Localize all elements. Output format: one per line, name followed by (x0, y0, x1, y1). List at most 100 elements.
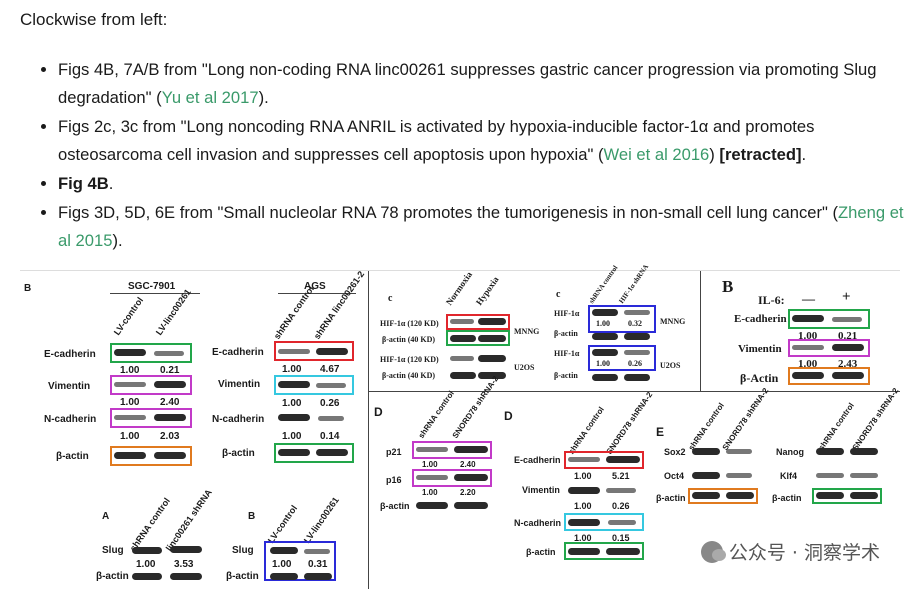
blot-band (792, 345, 824, 350)
row-label: E-cadherin (514, 455, 561, 465)
quant-value: 1.00 (120, 365, 140, 376)
retracted-label: [retracted] (719, 145, 802, 164)
quant-value: 1.00 (422, 460, 438, 469)
blot-band (832, 372, 864, 379)
row-label: β-actin (56, 451, 89, 462)
row-label: E-cadherin (734, 313, 787, 325)
blot-band (624, 350, 650, 355)
panel-label: B (24, 283, 32, 294)
lane-label: SNORD78 shRNA-2 (450, 374, 501, 440)
panel-label: B (248, 511, 256, 522)
row-label: Vimentin (48, 381, 91, 392)
quant-value: 1.00 (596, 319, 610, 328)
blot-band (568, 519, 600, 526)
highlight-box (412, 441, 492, 459)
highlight-box (564, 451, 644, 469)
highlight-box (110, 343, 192, 363)
list-item: Fig 4B. (58, 170, 908, 198)
blot-band (278, 381, 310, 388)
quant-value: 1.00 (120, 397, 140, 408)
row-label: Klf4 (780, 471, 798, 481)
blot-band (850, 473, 878, 478)
highlight-box (110, 375, 192, 395)
blot-band (316, 348, 348, 355)
list-item: Figs 4B, 7A/B from "Long non-coding RNA … (58, 56, 908, 112)
blot-band (416, 447, 448, 452)
panel-label: D (374, 405, 383, 419)
quant-value: 3.53 (174, 559, 194, 570)
quant-value: 4.67 (320, 364, 340, 375)
figure-source-list: Figs 4B, 7A/B from "Long non-coding RNA … (38, 56, 908, 256)
blot-band (606, 488, 636, 493)
panel-label: B (722, 277, 734, 296)
panel-label: D (504, 409, 513, 423)
quant-value: 1.00 (282, 431, 302, 442)
blot-band (726, 473, 752, 478)
citation-link[interactable]: Yu et al 2017 (161, 88, 259, 107)
row-label: Nanog (776, 447, 804, 457)
item-text: Figs 4B, 7A/B from "Long non-coding RNA … (58, 60, 877, 107)
panel-label: c (388, 293, 393, 304)
lane-label: LV-linc00261 (301, 495, 341, 545)
row-label: HIF-1α (554, 309, 580, 318)
blot-band (316, 383, 346, 388)
highlight-box (588, 345, 656, 371)
highlight-box (588, 305, 656, 333)
blot-band (114, 349, 146, 356)
highlight-box (412, 469, 492, 487)
cell-line-label: MNNG (660, 317, 686, 326)
row-label: p16 (386, 475, 402, 485)
blot-band (726, 492, 754, 499)
panel-label: c (556, 289, 561, 300)
cell-line-label: AGS (304, 281, 326, 292)
lane-label: shRNA control (686, 401, 726, 452)
row-label: β-actin (554, 329, 578, 338)
lane-label: LV-control (265, 503, 300, 545)
item-text: Figs 3D, 5D, 6E from "Small nucleolar RN… (58, 203, 839, 222)
quant-value: 1.00 (422, 488, 438, 497)
row-label: β-actin (380, 501, 410, 511)
citation-link[interactable]: Zheng et al 2015 (58, 203, 904, 250)
quant-value: 2.03 (160, 431, 180, 442)
quant-value: 1.00 (574, 471, 592, 481)
row-label: β-actin (656, 493, 686, 503)
lane-label: SNORD78 shRNA-2 (850, 386, 901, 452)
row-label: β-actin (96, 571, 129, 582)
row-label: Slug (232, 545, 254, 556)
citation-link[interactable]: Wei et al 2016 (603, 145, 710, 164)
blot-figure-collage: B SGC-7901 LV-control LV-linc00261 E-cad… (20, 263, 901, 589)
blot-band (278, 449, 310, 456)
quant-value: 1.00 (574, 533, 592, 543)
blot-band (270, 573, 298, 580)
blot-band (450, 319, 474, 324)
blot-band (568, 487, 600, 494)
blot-band (478, 318, 506, 325)
minus-label: — (802, 291, 815, 306)
row-label: β-actin (526, 547, 556, 557)
quant-value: 1.00 (574, 501, 592, 511)
lane-label: shRNA control (566, 405, 606, 456)
lane-label: Normoxia (443, 269, 475, 307)
blot-band (832, 317, 862, 322)
blot-band (114, 452, 146, 459)
treatment-label: IL-6: (758, 293, 785, 307)
blot-band (416, 475, 448, 480)
row-label: E-cadherin (212, 347, 264, 358)
highlight-box (274, 341, 354, 361)
blot-band (692, 448, 720, 455)
quant-value: 0.31 (308, 559, 328, 570)
blot-band (592, 374, 618, 381)
quant-value: 1.00 (282, 364, 302, 375)
blot-band (316, 449, 348, 456)
row-label: E-cadherin (44, 349, 96, 360)
item-text: ) (709, 145, 720, 164)
blot-band (304, 549, 330, 554)
blot-band (624, 333, 650, 340)
highlight-box (446, 314, 510, 330)
panel-divider (368, 391, 900, 392)
highlight-box (564, 542, 644, 560)
highlight-box (812, 488, 882, 504)
panel-divider (700, 271, 701, 391)
blot-band (478, 355, 506, 362)
blot-band (454, 474, 488, 481)
